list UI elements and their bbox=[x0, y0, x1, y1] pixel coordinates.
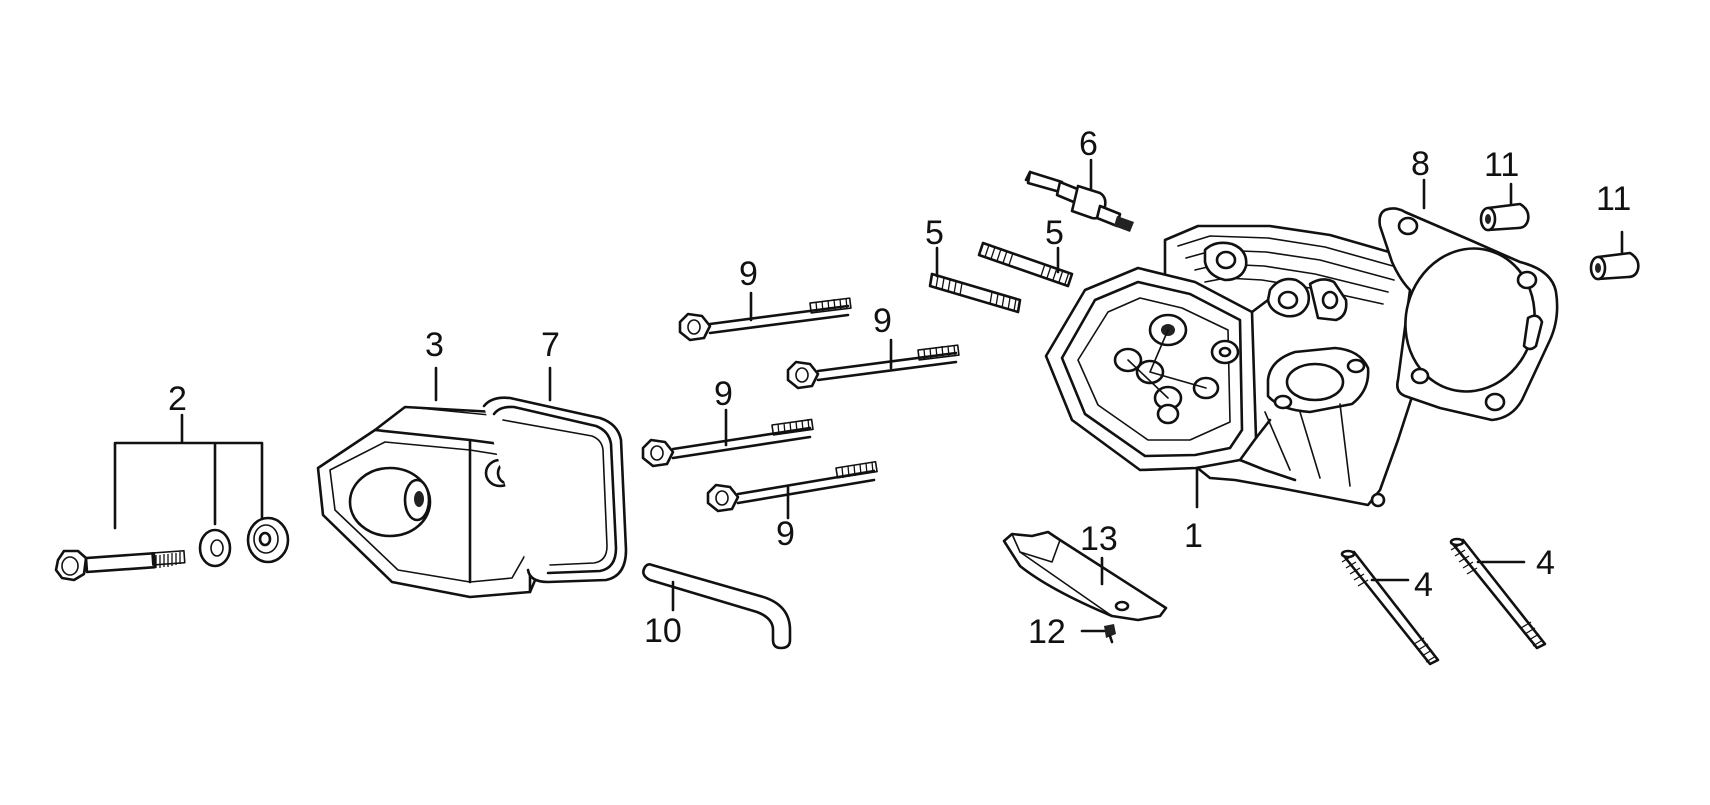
part-5-studs bbox=[928, 241, 1074, 314]
callout-5-left: 5 bbox=[925, 214, 944, 252]
callout-6: 6 bbox=[1079, 125, 1098, 163]
callout-2: 2 bbox=[168, 380, 187, 418]
part-2-bolt-washers bbox=[54, 413, 290, 582]
part-6-spark-plug bbox=[1024, 158, 1134, 232]
part-11-dowel-pins bbox=[1479, 182, 1640, 281]
callout-10: 10 bbox=[644, 612, 682, 650]
part-9-long-bolts bbox=[641, 291, 960, 520]
part-12-screw bbox=[1080, 624, 1116, 644]
callout-7: 7 bbox=[541, 326, 560, 364]
callout-9-middle: 9 bbox=[714, 375, 733, 413]
part-4-long-studs bbox=[1340, 537, 1547, 666]
callout-9-top: 9 bbox=[739, 255, 758, 293]
dowel-pin-b bbox=[1589, 251, 1640, 281]
long-bolt-c bbox=[641, 418, 814, 468]
callout-11-right: 11 bbox=[1596, 180, 1631, 218]
callout-8: 8 bbox=[1411, 145, 1430, 183]
stud-b bbox=[977, 241, 1074, 288]
callout-5-right: 5 bbox=[1045, 214, 1064, 252]
callout-12: 12 bbox=[1028, 613, 1066, 651]
long-bolt-d bbox=[706, 460, 878, 513]
callout-13: 13 bbox=[1080, 520, 1118, 558]
dowel-pin-a bbox=[1479, 202, 1530, 232]
callout-1: 1 bbox=[1184, 517, 1203, 555]
long-stud-b bbox=[1449, 537, 1547, 650]
long-stud-a bbox=[1340, 549, 1440, 666]
sealing-grommet bbox=[246, 516, 290, 564]
flat-washer bbox=[198, 528, 232, 568]
part-10-breather-tube bbox=[642, 563, 792, 650]
long-bolt-b bbox=[786, 344, 960, 390]
stud-a bbox=[928, 272, 1022, 314]
part-13-shield-bracket bbox=[1002, 530, 1168, 622]
callout-3: 3 bbox=[425, 326, 444, 364]
callout-9-upper-right: 9 bbox=[873, 302, 892, 340]
bolt-thread bbox=[151, 549, 186, 568]
long-bolt-a bbox=[678, 297, 852, 342]
flange-bolt bbox=[54, 549, 186, 582]
callout-9-bottom: 9 bbox=[776, 515, 795, 553]
callout-4-left: 4 bbox=[1414, 566, 1433, 604]
part-7-cover-gasket bbox=[482, 366, 628, 584]
callout-labels: 1 2 3 4 4 5 5 6 7 8 9 9 9 9 10 11 11 12 … bbox=[168, 125, 1631, 651]
part-8-head-gasket bbox=[1378, 178, 1559, 422]
part-1-cylinder-head bbox=[1044, 224, 1434, 509]
callout-4-right: 4 bbox=[1536, 544, 1555, 582]
callout-11-left: 11 bbox=[1484, 146, 1519, 184]
